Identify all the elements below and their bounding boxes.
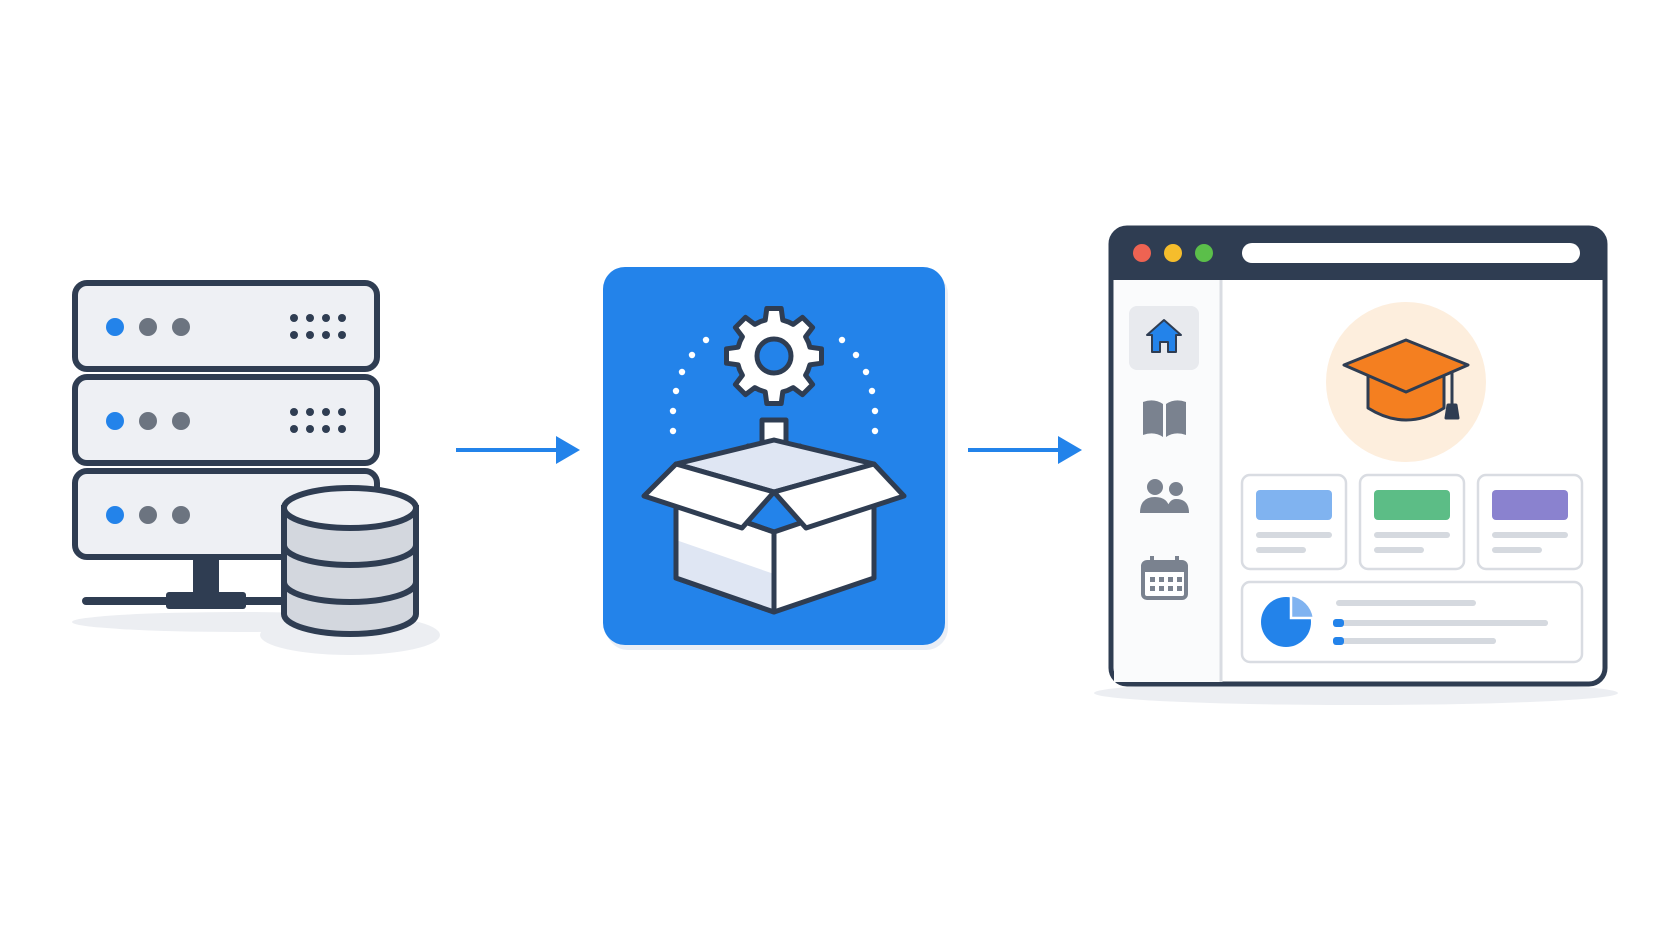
legend-marker xyxy=(1333,637,1344,645)
calendar-icon xyxy=(1141,556,1188,600)
package-build-node xyxy=(603,267,948,650)
led-gray xyxy=(172,412,190,430)
card-blue xyxy=(1240,473,1348,571)
server-database-node xyxy=(72,280,440,655)
led-blue xyxy=(106,318,124,336)
server-stand-pole xyxy=(193,558,219,598)
led-gray xyxy=(172,318,190,336)
window-maximize-dot xyxy=(1195,244,1213,262)
server-rack-icon xyxy=(72,280,380,560)
vent-dots xyxy=(290,408,346,433)
database-icon xyxy=(281,485,419,637)
pie-chart-icon xyxy=(1261,593,1316,647)
home-icon xyxy=(1146,319,1182,353)
legend-marker xyxy=(1333,619,1344,627)
open-box-icon xyxy=(641,437,907,615)
server-unit-1 xyxy=(72,280,380,372)
arrow-server-to-package xyxy=(456,436,580,464)
gear-icon xyxy=(724,306,824,406)
led-blue xyxy=(106,506,124,524)
window-close-dot xyxy=(1133,244,1151,262)
users-icon xyxy=(1140,479,1189,513)
vent-dots xyxy=(290,314,346,339)
server-unit-2 xyxy=(72,374,380,466)
led-gray xyxy=(139,412,157,430)
analytics-panel xyxy=(1240,580,1584,664)
card-green xyxy=(1358,473,1466,571)
led-gray xyxy=(139,318,157,336)
arrow-package-to-browser xyxy=(968,436,1082,464)
led-gray xyxy=(139,506,157,524)
led-blue xyxy=(106,412,124,430)
sparkle-dots-right xyxy=(838,336,879,435)
web-application-node xyxy=(1094,225,1618,705)
graduation-cap-icon xyxy=(1342,338,1470,422)
book-icon xyxy=(1143,400,1186,437)
window-minimize-dot xyxy=(1164,244,1182,262)
address-bar xyxy=(1242,243,1580,263)
sparkle-dots-left xyxy=(669,336,710,435)
led-gray xyxy=(172,506,190,524)
card-purple xyxy=(1476,473,1584,571)
browser-shadow xyxy=(1094,681,1618,705)
